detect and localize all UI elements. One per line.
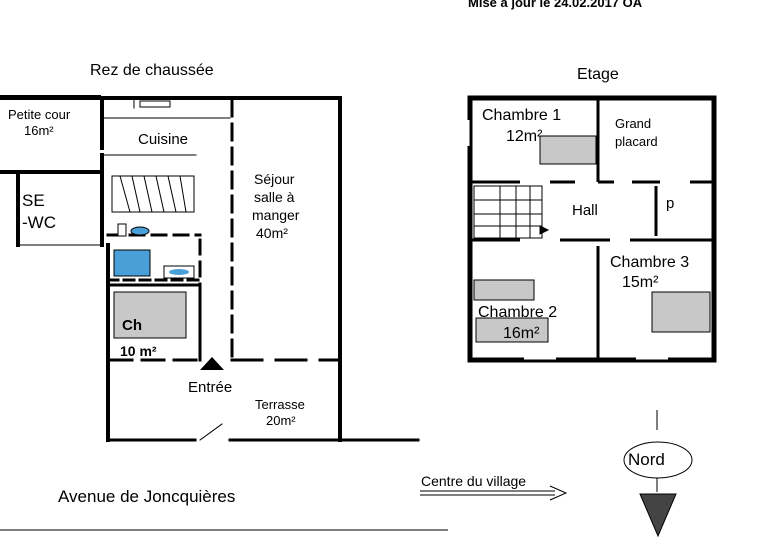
chambre2-area: 16m² [503,325,540,342]
entrance-label: Entrée [188,379,233,396]
upper-floor-title: Etage [577,66,619,83]
ground-floor-title: Rez de chaussée [90,62,214,79]
entrance-arrow-icon [200,357,224,370]
village-direction: Centre du village [421,473,527,489]
chambre3-name: Chambre 3 [610,254,690,271]
chambre1-name: Chambre 1 [482,107,562,124]
petite-cour-area: 16m² [24,123,54,138]
upper-fixtures [473,135,711,343]
north-compass-icon [623,410,693,538]
street-name: Avenue de Joncquières [58,487,236,506]
update-note: Mise à jour le 24.02.2017 OA [468,0,643,10]
sejour-line2: salle à [254,189,295,205]
terrasse-name: Terrasse [255,397,305,412]
cuisine-name: Cuisine [138,131,189,148]
petite-cour-name: Petite cour [8,107,71,122]
placard-small-name: p [666,195,675,212]
chambre1-area: 12m² [506,128,543,145]
ground-fixtures [113,223,195,339]
upper-floor-walls [466,95,717,363]
chambre-area: 10 m² [120,343,157,359]
compass-label: Nord [628,450,665,469]
sejour-line1: Séjour [254,171,295,187]
grand-placard-line2: placard [615,134,658,149]
grand-placard-line1: Grand [615,116,652,131]
terrasse-area: 20m² [266,413,296,428]
se-wc-line2: -WC [22,213,56,232]
village-arrow-icon [420,485,568,501]
sejour-line3: manger [252,207,300,223]
sejour-area: 40m² [256,225,288,241]
chambre-name: Ch [122,317,142,334]
chambre2-name: Chambre 2 [478,304,558,321]
se-wc-line1: SE [22,191,45,210]
hall-name: Hall [572,202,598,219]
chambre3-area: 15m² [622,274,659,291]
